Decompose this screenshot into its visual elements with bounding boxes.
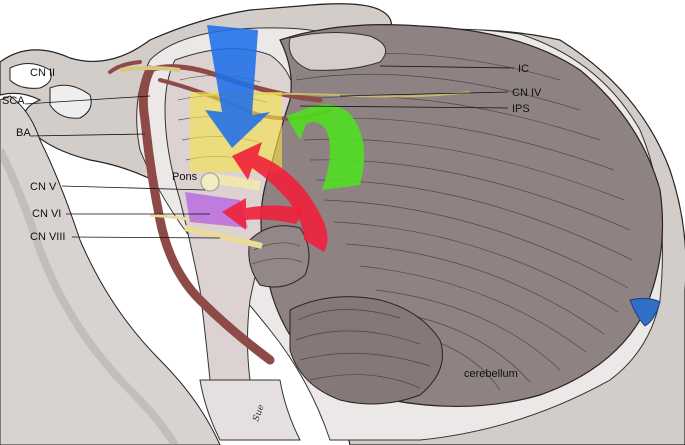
- cerebellum: [248, 24, 664, 407]
- label-ic: IC: [518, 63, 529, 75]
- label-cerebellum: cerebellum: [464, 368, 518, 380]
- label-pons: Pons: [172, 171, 198, 183]
- blue-arrow: [205, 25, 270, 148]
- pons-nerve-fan: [200, 172, 220, 192]
- cn-viii-nerve: [184, 225, 263, 249]
- red-arrow-lower: [222, 198, 304, 230]
- label-cn-vi: CN VI: [32, 208, 61, 220]
- label-leader-lines: [24, 65, 515, 239]
- label-cn-viii: CN VIII: [30, 231, 65, 243]
- red-arrow-upper: [232, 142, 328, 252]
- label-cn-iv: CN IV: [512, 87, 542, 99]
- label-ips: IPS: [512, 103, 530, 115]
- label-cn-v: CN V: [30, 181, 57, 193]
- label-ba: BA: [16, 127, 31, 139]
- inferior-colliculus: [288, 31, 387, 71]
- green-arrow: [286, 104, 365, 190]
- sinus-blue-mark: [629, 297, 661, 327]
- cranial-nerves: [119, 66, 471, 249]
- label-cn-ii: CN II: [30, 67, 55, 79]
- cn-ii-nerve: [119, 66, 181, 72]
- label-sca: SCA: [2, 95, 25, 107]
